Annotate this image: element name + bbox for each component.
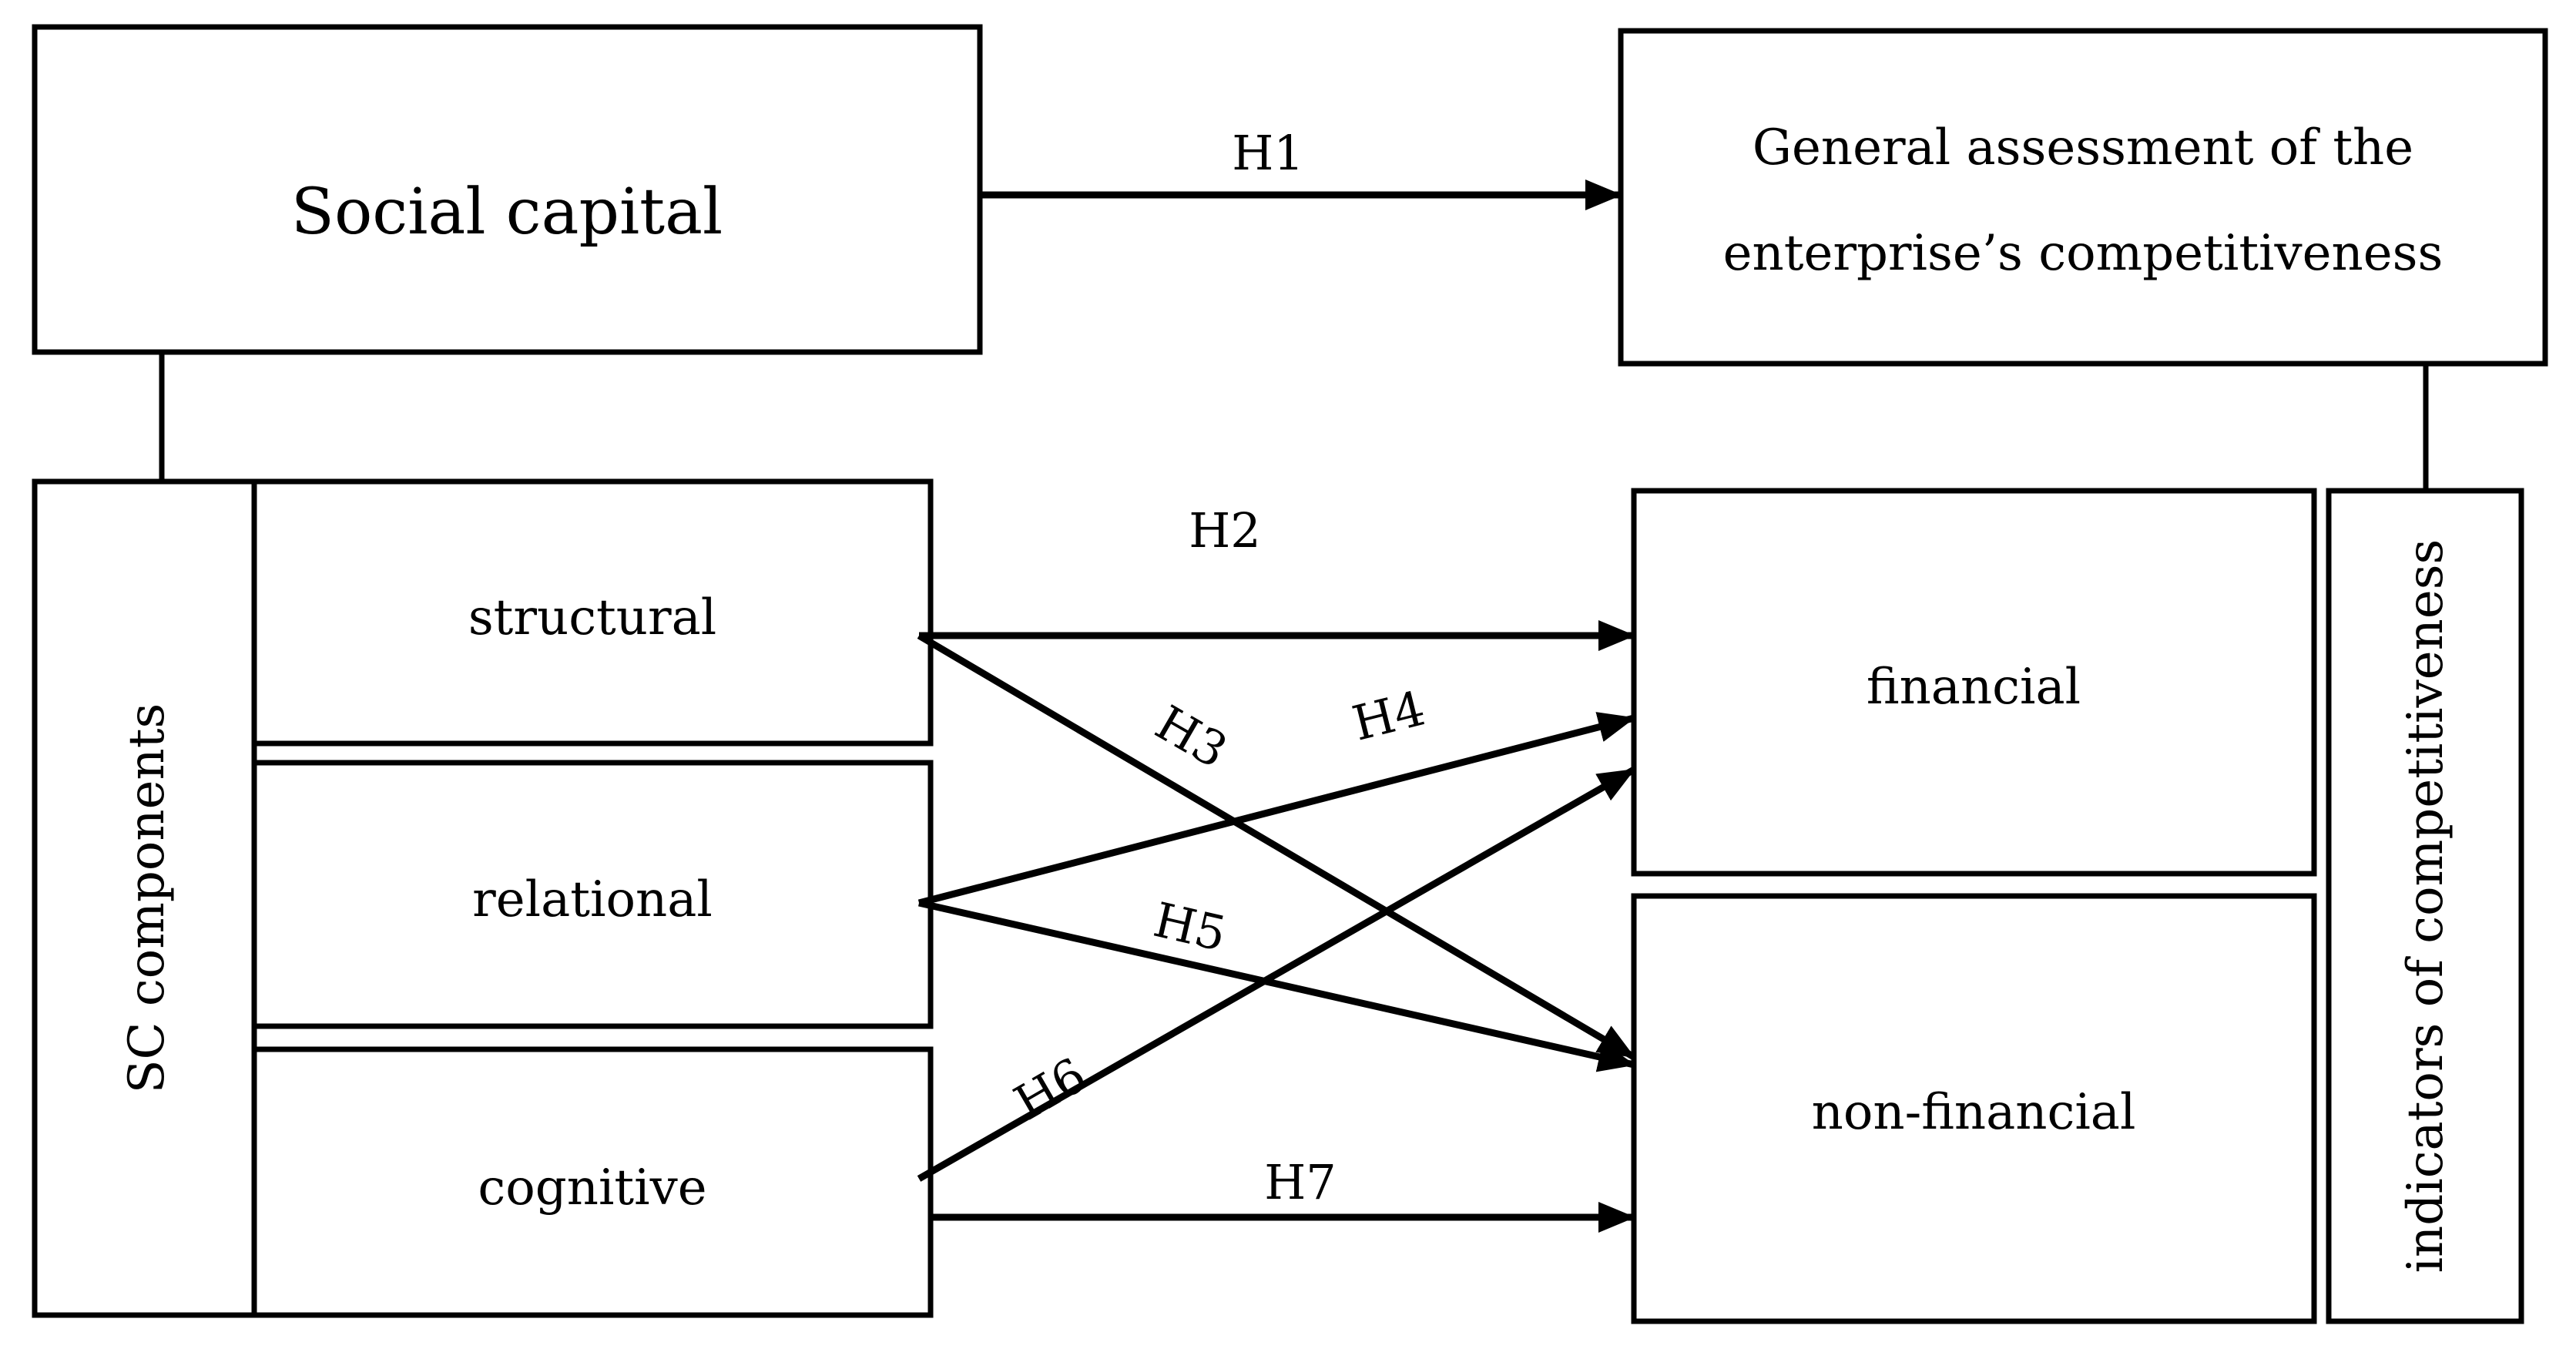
h5-label: H5 [1149,891,1232,962]
structural-label: structural [468,589,716,646]
indicators-box [2326,488,2524,1324]
financial-label: financial [1867,659,2081,716]
structural-box [251,478,934,747]
sc-components-label: SC components [119,703,176,1094]
assessment-label-line2: enterprise’s competitiveness [1723,225,2444,282]
arrow-h3 [917,633,1636,1060]
non-financial-box [1631,893,2317,1324]
arrow-h6 [917,767,1636,1182]
cognitive-label: cognitive [478,1159,706,1216]
h2-label: H2 [1189,502,1261,559]
financial-box [1631,488,2317,877]
social-capital-label: Social capital [291,176,723,249]
non-financial-label: non-financial [1812,1084,2136,1141]
h7-label: H7 [1264,1154,1337,1210]
indicators-label: indicators of competitiveness [2397,539,2454,1273]
h1-label: H1 [1232,125,1304,181]
h4-label: H4 [1347,680,1431,751]
arrow-h5 [918,899,1635,1072]
sc-components-box [32,478,257,1318]
assessment-label-line1: General assessment of the [1753,119,2413,176]
relational-box [251,760,934,1029]
h3-label: H3 [1146,694,1236,779]
social-capital-box [32,24,983,355]
assessment-box [1618,28,2548,367]
relational-label: relational [472,871,713,928]
arrow-h4 [917,712,1635,907]
cognitive-box [251,1046,934,1318]
